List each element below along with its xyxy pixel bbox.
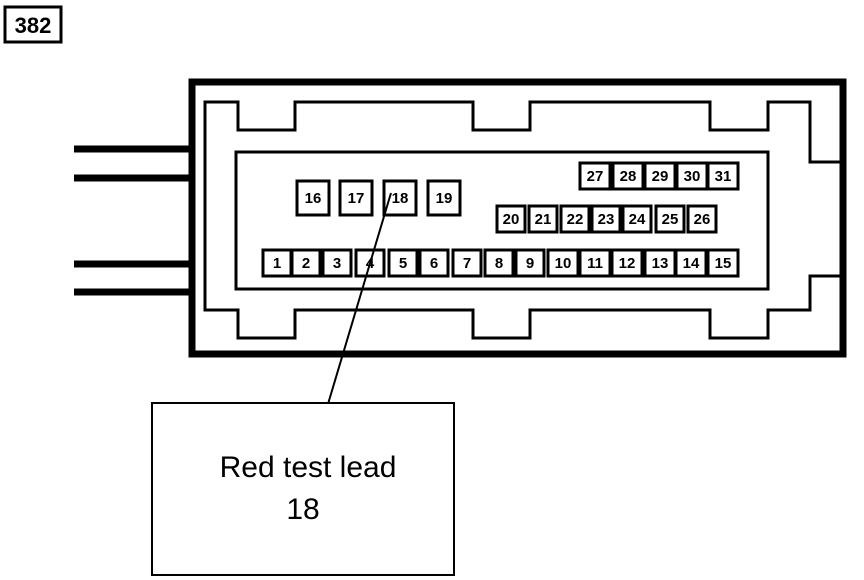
pin-16: 16 [295, 179, 331, 217]
pin-label: 2 [302, 255, 310, 272]
pin-22: 22 [559, 204, 591, 234]
pin-31: 31 [706, 161, 740, 191]
pin-6: 6 [418, 248, 450, 278]
pin-30: 30 [675, 161, 709, 191]
pin-23: 23 [590, 204, 622, 234]
pin-box [611, 161, 645, 191]
pin-box [546, 248, 580, 278]
pin-8: 8 [483, 248, 515, 278]
pin-box [321, 248, 353, 278]
pin-box [686, 204, 718, 234]
pin-label: 18 [392, 190, 409, 207]
pin-25: 25 [654, 204, 686, 234]
pin-label: 20 [503, 211, 520, 228]
pin-label: 27 [587, 168, 604, 185]
pin-3: 3 [321, 248, 353, 278]
pin-box [426, 179, 462, 217]
pin-box [621, 204, 653, 234]
pin-1: 1 [261, 248, 293, 278]
pin-box [295, 179, 331, 217]
wires [74, 145, 192, 296]
pin-box [495, 204, 527, 234]
pin-label: 19 [436, 190, 453, 207]
pin-13: 13 [643, 248, 677, 278]
pin-20: 20 [495, 204, 527, 234]
pin-24: 24 [621, 204, 653, 234]
pin-box [382, 179, 418, 217]
pin-19: 19 [426, 179, 462, 217]
pin-box [590, 204, 622, 234]
pin-box [674, 248, 708, 278]
pin-21: 21 [527, 204, 559, 234]
pin-label: 24 [629, 211, 646, 228]
callout-line1: Red test lead [220, 451, 397, 484]
pin-label: 12 [619, 255, 636, 272]
pin-box [559, 204, 591, 234]
pin-box [578, 248, 612, 278]
connector-inner-frame [203, 100, 845, 340]
pin-label: 21 [535, 211, 552, 228]
callout-leader-line [327, 192, 392, 405]
pin-5: 5 [387, 248, 419, 278]
pin-box [706, 161, 740, 191]
pin-label: 23 [598, 211, 615, 228]
pin-label: 26 [694, 211, 711, 228]
pin-26: 26 [686, 204, 718, 234]
pin-label: 1 [273, 255, 281, 272]
pin-label: 9 [526, 255, 534, 272]
pin-18: 18 [382, 179, 418, 217]
pin-box [338, 179, 374, 217]
pin-box [514, 248, 546, 278]
pin-box [654, 204, 686, 234]
pin-box [610, 248, 644, 278]
pin-label: 22 [567, 211, 584, 228]
pin-box [527, 204, 559, 234]
pin-label: 5 [399, 255, 407, 272]
pin-2: 2 [290, 248, 322, 278]
pin-box [483, 248, 515, 278]
callout-line2: 18 [286, 493, 319, 526]
pin-label: 7 [463, 255, 471, 272]
pin-28: 28 [611, 161, 645, 191]
pin-7: 7 [451, 248, 483, 278]
pin-group: 1234567891011121314151617181920212223242… [261, 161, 740, 278]
pin-box [387, 248, 419, 278]
pin-14: 14 [674, 248, 708, 278]
pin-label: 6 [430, 255, 438, 272]
pin-label: 30 [684, 168, 701, 185]
pin-box [451, 248, 483, 278]
pin-label: 3 [333, 255, 341, 272]
pin-10: 10 [546, 248, 580, 278]
pin-box [706, 248, 740, 278]
figure-number-box [3, 5, 63, 44]
pin-label: 10 [555, 255, 572, 272]
pin-27: 27 [578, 161, 612, 191]
pin-label: 11 [587, 255, 603, 272]
pin-label: 14 [683, 255, 700, 272]
pin-9: 9 [514, 248, 546, 278]
pin-label: 16 [305, 190, 322, 207]
pin-label: 13 [652, 255, 669, 272]
pin-label: 17 [348, 190, 365, 207]
pin-box [643, 161, 677, 191]
pin-box [418, 248, 450, 278]
pin-15: 15 [706, 248, 740, 278]
pin-label: 31 [715, 168, 732, 185]
pin-box [578, 161, 612, 191]
pin-12: 12 [610, 248, 644, 278]
callout-box [151, 402, 455, 576]
pin-29: 29 [643, 161, 677, 191]
pin-17: 17 [338, 179, 374, 217]
pin-label: 28 [620, 168, 637, 185]
pin-box [290, 248, 322, 278]
pin-11: 11 [578, 248, 612, 278]
pin-box [261, 248, 293, 278]
pin-label: 29 [652, 168, 669, 185]
figure-number: 382 [15, 13, 52, 38]
pin-label: 15 [715, 255, 732, 272]
pin-label: 25 [662, 211, 679, 228]
pin-label: 8 [495, 255, 503, 272]
